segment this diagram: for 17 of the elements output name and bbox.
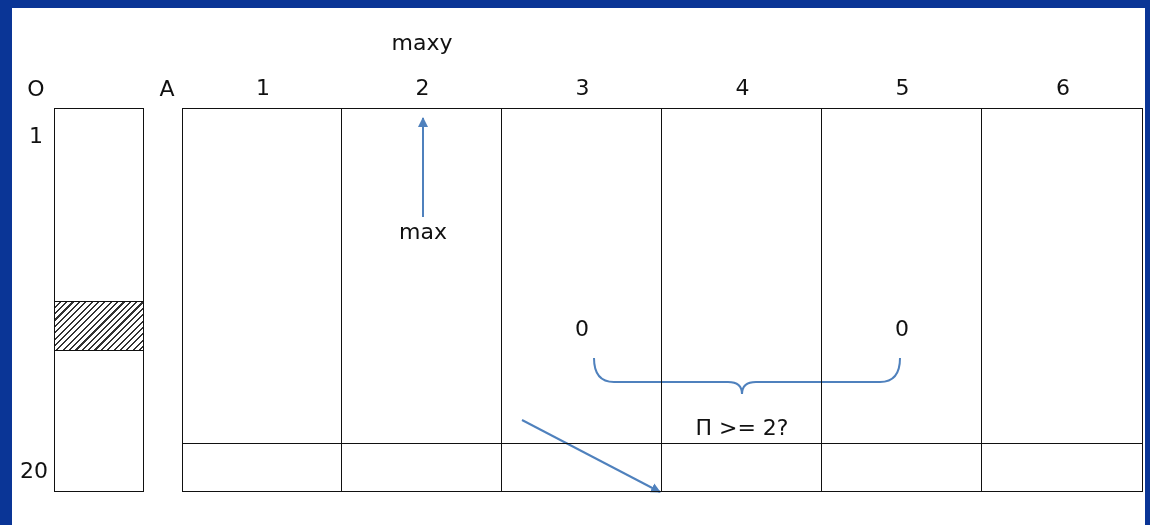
column-number: 2 [414,75,431,100]
arrow [418,117,428,218]
column-number: 1 [255,75,271,100]
cell-value: 0 [575,315,589,341]
column-number: 3 [574,75,591,100]
text-label: max [380,219,466,249]
row-number: 1 [29,122,43,148]
axis-label: A [159,75,175,101]
axis-label: maxy [391,29,453,55]
column-number: 6 [1055,75,1071,100]
brace-label: П >= 2? [695,414,789,440]
column-number: 4 [734,75,751,100]
column-number: 5 [894,75,911,100]
axis-label: O [27,75,45,101]
strip-bar [54,108,144,492]
cell-value: 0 [895,315,909,341]
row-number: 20 [20,457,48,483]
